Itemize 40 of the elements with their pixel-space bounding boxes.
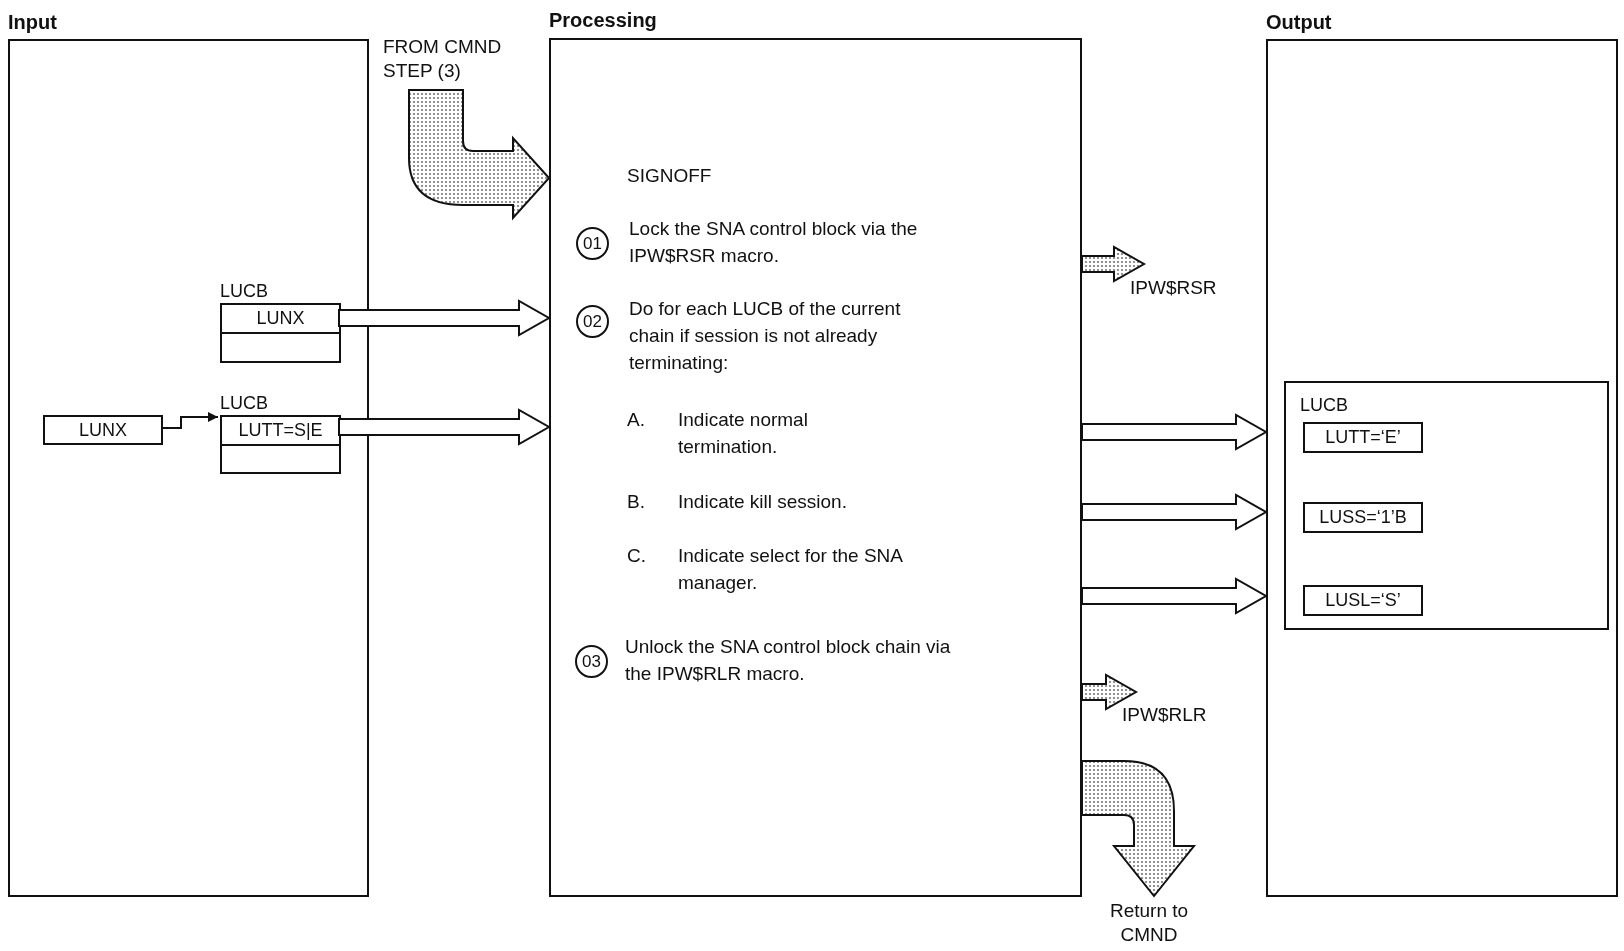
- step-text: Indicate select for the SNA manager.: [678, 544, 904, 595]
- field-box: LUNX: [43, 415, 163, 445]
- data-flow-arrow: [1081, 577, 1269, 615]
- block-heading: LUCB: [1300, 395, 1348, 416]
- block-heading: LUCB: [220, 280, 269, 303]
- step-text: Lock the SNA control block via the IPW$RSR macro.: [629, 217, 919, 268]
- field-box: LUSL=‘S’: [1303, 585, 1423, 616]
- shaded-flow-arrow: [1081, 245, 1147, 283]
- step-number-circle: 02: [576, 305, 609, 338]
- step-number-circle: 03: [575, 645, 608, 678]
- shaded-flow-arrow: [1081, 673, 1139, 711]
- step-number-circle: 01: [576, 227, 609, 260]
- shaded-flow-arrow: [1081, 760, 1195, 897]
- source-label: FROM CMND STEP (3): [383, 35, 533, 83]
- data-flow-arrow: [1081, 493, 1269, 531]
- field-box: LUTT=‘E’: [1303, 422, 1423, 453]
- field-text: LUNX: [256, 308, 305, 329]
- step-text: Indicate normal termination.: [678, 408, 809, 459]
- block-heading: LUCB: [220, 392, 269, 415]
- data-flow-arrow: [338, 299, 552, 337]
- panel-heading: Input: [8, 10, 58, 35]
- step-text: Do for each LUCB of the current chain if session is not already terminating:: [629, 297, 902, 375]
- step-text: B.: [627, 490, 646, 514]
- macro-label: IPW$RLR: [1122, 703, 1232, 727]
- record-group: [1284, 381, 1609, 630]
- step-text: C.: [627, 544, 647, 568]
- step-text: SIGNOFF: [627, 164, 713, 188]
- step-text: Indicate kill session.: [678, 490, 848, 514]
- step-text: A.: [627, 408, 646, 432]
- data-flow-arrow: [1081, 413, 1269, 451]
- macro-label: IPW$RSR: [1130, 276, 1240, 300]
- field-text: LUTT=S|E: [238, 419, 323, 441]
- shaded-flow-arrow: [408, 89, 550, 219]
- connector-arrow: [160, 412, 219, 429]
- step-text: Unlock the SNA control block chain via the IPW$RLR macro.: [625, 635, 952, 686]
- panel-heading: Processing: [549, 8, 658, 33]
- panel-heading: Output: [1266, 10, 1333, 35]
- data-flow-arrow: [338, 408, 552, 446]
- return-label: Return to CMND: [1094, 899, 1204, 947]
- field-box: LUSS=‘1’B: [1303, 502, 1423, 533]
